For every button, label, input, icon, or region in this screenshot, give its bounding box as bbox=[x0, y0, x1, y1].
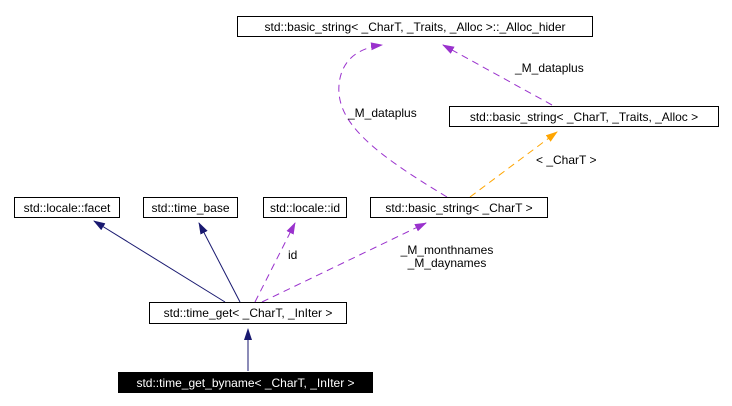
edge-label-monthnames: _M_monthnames bbox=[400, 243, 494, 257]
node-time-base[interactable]: std::time_base bbox=[143, 197, 238, 218]
node-time-get-byname: std::time_get_byname< _CharT, _InIter > bbox=[118, 372, 373, 393]
node-basic-string-alloc-hider[interactable]: std::basic_string< _CharT, _Traits, _All… bbox=[237, 16, 593, 37]
node-locale-id[interactable]: std::locale::id bbox=[263, 197, 347, 218]
edge-inheritance-locale-facet bbox=[93, 220, 226, 303]
node-locale-facet[interactable]: std::locale::facet bbox=[14, 197, 120, 218]
edge-label-template-args: < _CharT > bbox=[536, 153, 597, 167]
edge-label-dataplus-left: _M_dataplus bbox=[348, 106, 417, 120]
edge-usage-monthnames bbox=[261, 222, 427, 303]
edge-label-id: id bbox=[288, 248, 298, 262]
node-time-get[interactable]: std::time_get< _CharT, _InIter > bbox=[149, 302, 347, 324]
node-basic-string-full[interactable]: std::basic_string< _CharT, _Traits, _All… bbox=[449, 106, 719, 127]
edge-usage-dataplus-right bbox=[442, 44, 553, 106]
edge-template-instance bbox=[469, 131, 558, 198]
edge-usage-locale-id bbox=[254, 222, 296, 303]
edge-label-daynames: _M_daynames bbox=[407, 256, 487, 270]
edge-label-dataplus-right: _M_dataplus bbox=[515, 61, 584, 75]
edge-label-monthnames-daynames: _M_monthnames _M_daynames bbox=[389, 244, 505, 270]
edge-usage-dataplus-left bbox=[338, 42, 448, 198]
node-basic-string-chart[interactable]: std::basic_string< _CharT > bbox=[370, 197, 548, 218]
edge-inheritance-time-base bbox=[198, 222, 241, 303]
